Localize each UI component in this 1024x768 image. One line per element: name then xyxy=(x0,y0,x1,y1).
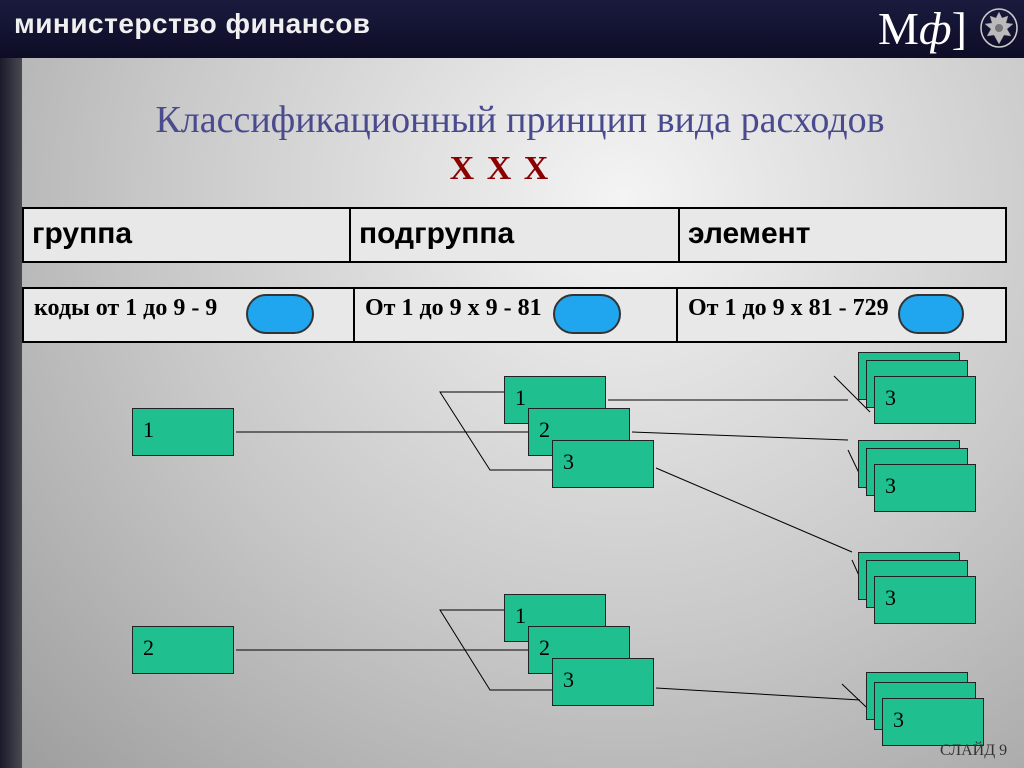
codes-subgroup-cell: От 1 до 9 х 9 - 81 xyxy=(355,289,678,341)
logo-letter-m: М xyxy=(878,3,919,54)
codes-element-cell: От 1 до 9 х 81 - 729 xyxy=(678,289,1005,341)
header-bar: министерство финансов Мф] xyxy=(0,0,1024,58)
logo-letter-f: ф xyxy=(918,3,952,54)
column-element: элемент xyxy=(688,217,811,250)
column-group: группа xyxy=(24,209,351,261)
count-oval xyxy=(898,294,964,334)
slide-subtitle: X X X xyxy=(449,150,551,187)
count-oval xyxy=(553,294,621,334)
logo-bracket: ] xyxy=(951,3,967,54)
codes-row: коды от 1 до 9 - 9 От 1 до 9 х 9 - 81 От… xyxy=(22,287,1007,343)
slide-number: СЛАЙД 9 xyxy=(940,742,1008,759)
sidebar-stripe xyxy=(0,58,22,768)
subgroup-box: 3 xyxy=(552,440,654,488)
element-box: 3 xyxy=(874,576,976,624)
element-box: 3 xyxy=(874,376,976,424)
subgroup-box: 3 xyxy=(552,658,654,706)
group-box: 2 xyxy=(132,626,234,674)
classification-header-row: группа подгруппа элемент xyxy=(22,207,1007,263)
element-box: 3 xyxy=(882,698,984,746)
header-title: министерство финансов xyxy=(14,8,371,39)
element-box: 3 xyxy=(874,464,976,512)
column-subgroup: подгруппа xyxy=(351,209,680,261)
codes-group-cell: коды от 1 до 9 - 9 xyxy=(24,289,355,341)
group-box: 1 xyxy=(132,408,234,456)
count-oval xyxy=(246,294,314,334)
ministry-logo: Мф] xyxy=(878,2,967,55)
coat-of-arms-icon xyxy=(980,8,1018,48)
slide-title: Классификационный принцип вида расходов xyxy=(155,99,885,141)
